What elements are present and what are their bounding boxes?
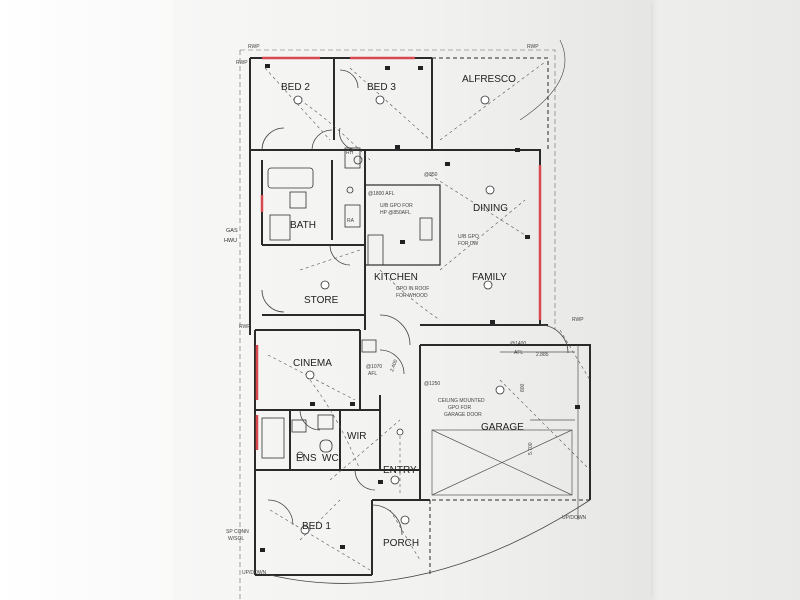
room-wc: WC — [322, 453, 339, 464]
note-ub-hp-2: HP @850AFL — [380, 210, 411, 216]
light-fittings — [293, 95, 505, 535]
room-cinema: CINEMA — [293, 358, 332, 369]
note-sp-conn-1: SP CONN — [226, 529, 249, 535]
rwp-cinema: RWP — [239, 324, 251, 330]
room-bed3: BED 3 — [367, 82, 396, 93]
room-bed1: BED 1 — [302, 521, 331, 532]
dim-800: 800 — [520, 383, 526, 392]
room-family: FAMILY — [472, 272, 507, 283]
note-up-down-left: UP/DOWN — [242, 570, 267, 576]
note-ub-dw-1: U/B GPO — [458, 234, 479, 240]
rwp-left: RWP — [236, 60, 248, 66]
room-kitchen: KITCHEN — [374, 272, 418, 283]
room-labels: BED 2 BED 3 ALFRESCO DINING BATH KITCHEN… — [281, 74, 524, 549]
note-1070: @1070 — [366, 364, 382, 370]
note-rh: RH — [346, 150, 354, 156]
windows — [255, 56, 542, 450]
room-bed2: BED 2 — [281, 82, 310, 93]
note-1070-afl: AFL — [368, 371, 377, 377]
note-roof-1: GPO IN ROOF — [396, 286, 429, 292]
room-wir: WIR — [347, 431, 366, 442]
note-sp-conn-2: W/SOL — [228, 536, 244, 542]
gpo-markers — [260, 64, 580, 552]
garage-door — [431, 345, 579, 520]
note-ceiling-2: GPO FOR — [448, 405, 471, 411]
note-850: @850 — [424, 172, 438, 178]
note-ceiling-3: GARAGE DOOR — [444, 412, 482, 418]
rwp-garage: RWP — [572, 317, 584, 323]
room-porch: PORCH — [383, 538, 419, 549]
annotations: RWP RWP RWP RWP RWP GAS HWU @1800 AFL U/… — [224, 44, 587, 576]
note-ra: RA — [347, 218, 355, 224]
room-dining: DINING — [473, 203, 508, 214]
note-1400: @1400 — [510, 341, 526, 347]
hwu-label: HWU — [224, 238, 237, 244]
note-up-down-right: UP/DOWN — [562, 515, 587, 521]
room-bath: BATH — [290, 220, 316, 231]
dim-2885: 2.885 — [536, 352, 549, 358]
note-1400-afl: AFL — [514, 350, 523, 356]
room-ens: ENS — [296, 453, 317, 464]
dim-2400: 2.400 — [389, 359, 399, 373]
note-1250: @1250 — [424, 381, 440, 387]
rwp-top-left: RWP — [248, 44, 260, 50]
gas-label: GAS — [226, 228, 238, 234]
room-store: STORE — [304, 295, 339, 306]
room-entry: ENTRY — [383, 465, 417, 476]
dim-5700: 5.700 — [528, 442, 534, 455]
note-ceiling-1: CEILING MOUNTED — [438, 398, 485, 404]
fixtures — [261, 147, 433, 459]
note-roof-2: FOR WHOOD — [396, 293, 428, 299]
note-ub-hp-1: U/B GPO FOR — [380, 203, 413, 209]
rwp-top-right: RWP — [527, 44, 539, 50]
room-garage: GARAGE — [481, 422, 524, 433]
note-gpo-1800: @1800 AFL — [368, 191, 395, 197]
room-alfresco: ALFRESCO — [462, 74, 516, 85]
roof-outline — [239, 49, 556, 600]
note-ub-dw-2: FOR DW — [458, 241, 479, 247]
